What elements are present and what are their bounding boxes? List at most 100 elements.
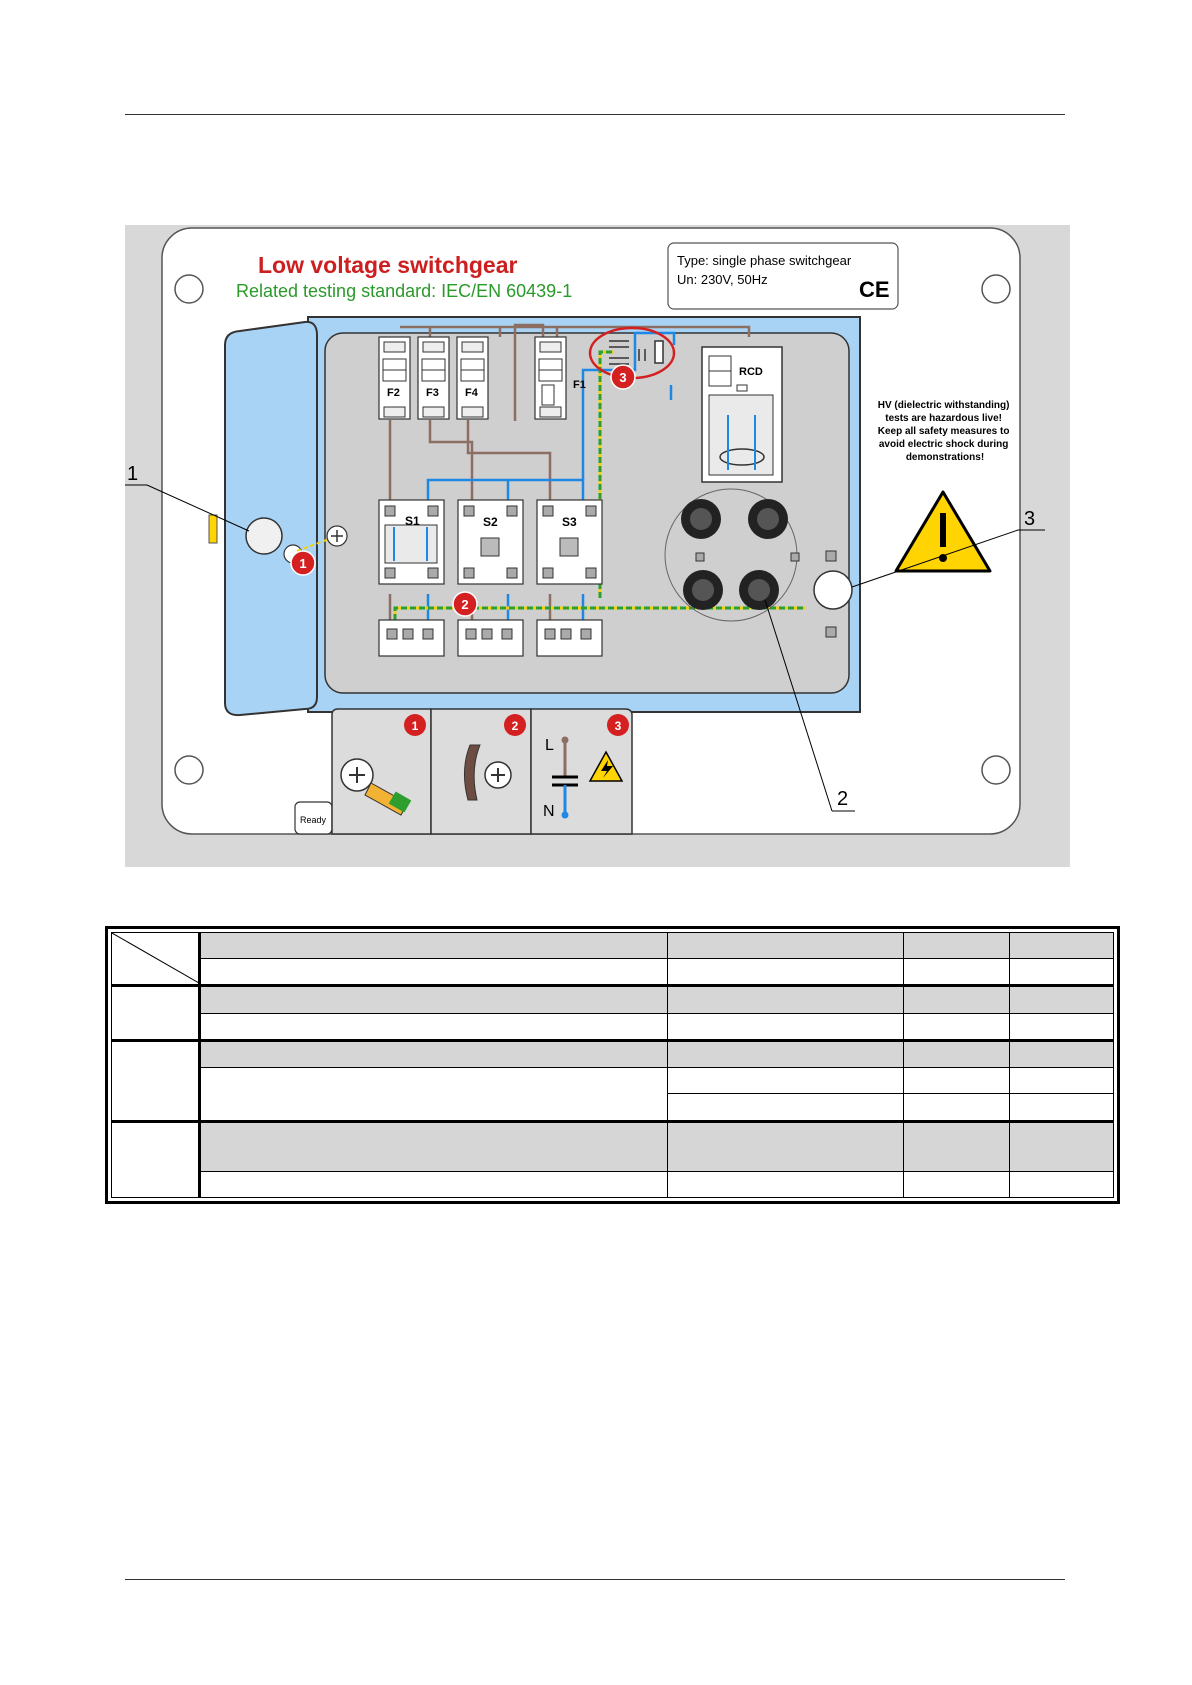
switchgear-diagram: Low voltage switchgear Related testing s…	[125, 225, 1070, 872]
marker-3: 3	[610, 364, 636, 390]
table-cell	[1008, 1119, 1115, 1172]
table-cell	[667, 984, 904, 1014]
table-cell	[902, 1038, 1010, 1069]
fuse-f1: F1	[534, 336, 586, 420]
callout-label: 1	[127, 463, 138, 485]
group-cell	[111, 1119, 200, 1199]
spec-table	[105, 926, 1120, 1204]
svg-text:L: L	[545, 737, 554, 754]
svg-text:3: 3	[619, 370, 626, 385]
legend-panel-2: 2	[430, 708, 532, 835]
fuse-label: F3	[426, 387, 439, 399]
type-line: Type: single phase switchgear	[677, 253, 852, 268]
table-cell	[902, 1119, 1010, 1172]
marker-2: 2	[452, 591, 478, 617]
door-lock-icon	[245, 517, 283, 555]
svg-text:2: 2	[512, 719, 519, 733]
mounting-hole-icon	[981, 274, 1011, 304]
table-cell	[197, 958, 669, 987]
table-cell	[667, 1012, 904, 1042]
callout-label: 2	[837, 788, 848, 810]
fuse-label: F1	[573, 379, 586, 391]
table-cell	[902, 1067, 1010, 1095]
rcd-label: RCD	[739, 366, 763, 378]
table-cell	[1008, 1012, 1115, 1042]
svg-text:2: 2	[461, 597, 468, 612]
rcd-device: RCD	[701, 346, 783, 483]
table-cell	[197, 1038, 669, 1069]
callout-3	[851, 529, 1045, 588]
fuse-f3: F3	[417, 336, 450, 420]
mounting-hole-icon	[174, 274, 204, 304]
table-cell	[902, 1093, 1010, 1122]
table-cell	[667, 1067, 904, 1095]
table-cell	[902, 931, 1010, 960]
group-cell	[111, 984, 200, 1041]
table-cell	[197, 1119, 669, 1172]
svg-text:3: 3	[615, 719, 622, 733]
group-cell	[111, 1039, 200, 1122]
fuse-label: F2	[387, 387, 400, 399]
figure-subtitle: Related testing standard: IEC/EN 60439-1	[236, 281, 572, 301]
table-cell	[197, 1012, 669, 1042]
type-box	[667, 242, 899, 310]
test-socket-icon	[681, 499, 788, 610]
table-cell	[902, 1170, 1010, 1199]
switch-s2: S2	[457, 499, 524, 585]
mounting-hole-icon	[981, 755, 1011, 785]
switch-s1: S1	[378, 499, 445, 585]
fuse-f2: F2	[378, 336, 411, 420]
switch-label: S2	[483, 515, 498, 529]
door-handle-icon	[208, 514, 218, 544]
table-cell	[1008, 1038, 1115, 1069]
callout-2	[764, 599, 855, 812]
table-cell	[902, 984, 1010, 1014]
svg-text:1: 1	[299, 556, 306, 571]
warning-text: HV (dielectric withstanding) tests are h…	[878, 400, 1013, 463]
ce-mark: CE	[859, 277, 890, 302]
svg-text:1: 1	[412, 719, 419, 733]
table-cell	[1008, 931, 1115, 960]
table-cell	[197, 984, 669, 1014]
fuse-f4: F4	[456, 336, 489, 420]
table-cell	[1008, 1067, 1115, 1095]
marker-1: 1	[290, 550, 316, 576]
callout-1	[125, 484, 250, 532]
table-cell	[1008, 984, 1115, 1014]
table-cell	[667, 931, 904, 960]
switch-s3: S3	[536, 499, 603, 585]
legend-panel-1: 1	[331, 708, 432, 835]
ready-tab: Ready	[294, 801, 333, 835]
brown-wires	[388, 323, 752, 620]
legend-panel-3: L N 3	[530, 708, 633, 835]
earth-wire	[296, 538, 330, 552]
corner-cell	[111, 931, 200, 987]
table-cell	[197, 1067, 669, 1122]
blue-wires	[426, 331, 676, 620]
cabinet-door	[224, 320, 318, 717]
earth-point-icon	[813, 570, 853, 610]
table-cell	[667, 1119, 904, 1172]
rated-voltage-line: Un: 230V, 50Hz	[677, 272, 768, 287]
callout-label: 3	[1024, 508, 1035, 530]
table-cell	[197, 1170, 669, 1199]
warning-triangle-icon	[894, 490, 992, 573]
fuse-label: F4	[465, 387, 479, 399]
table-cell	[197, 931, 669, 960]
table-cell	[1008, 1170, 1115, 1199]
table-cell	[667, 958, 904, 987]
table-cell	[902, 1012, 1010, 1042]
svg-text:N: N	[543, 803, 555, 820]
table-cell	[902, 958, 1010, 987]
capacitor-resistor-assembly	[609, 340, 664, 365]
table-cell	[1008, 1093, 1115, 1122]
table-cell	[667, 1038, 904, 1069]
switch-label: S1	[405, 514, 420, 528]
header-rule	[125, 114, 1065, 115]
table-cell	[1008, 958, 1115, 987]
svg-text:Ready: Ready	[300, 815, 327, 825]
figure-title: Low voltage switchgear	[258, 252, 517, 278]
table-cell	[667, 1093, 904, 1122]
switch-label: S3	[562, 515, 577, 529]
diagonal-line	[112, 933, 199, 983]
